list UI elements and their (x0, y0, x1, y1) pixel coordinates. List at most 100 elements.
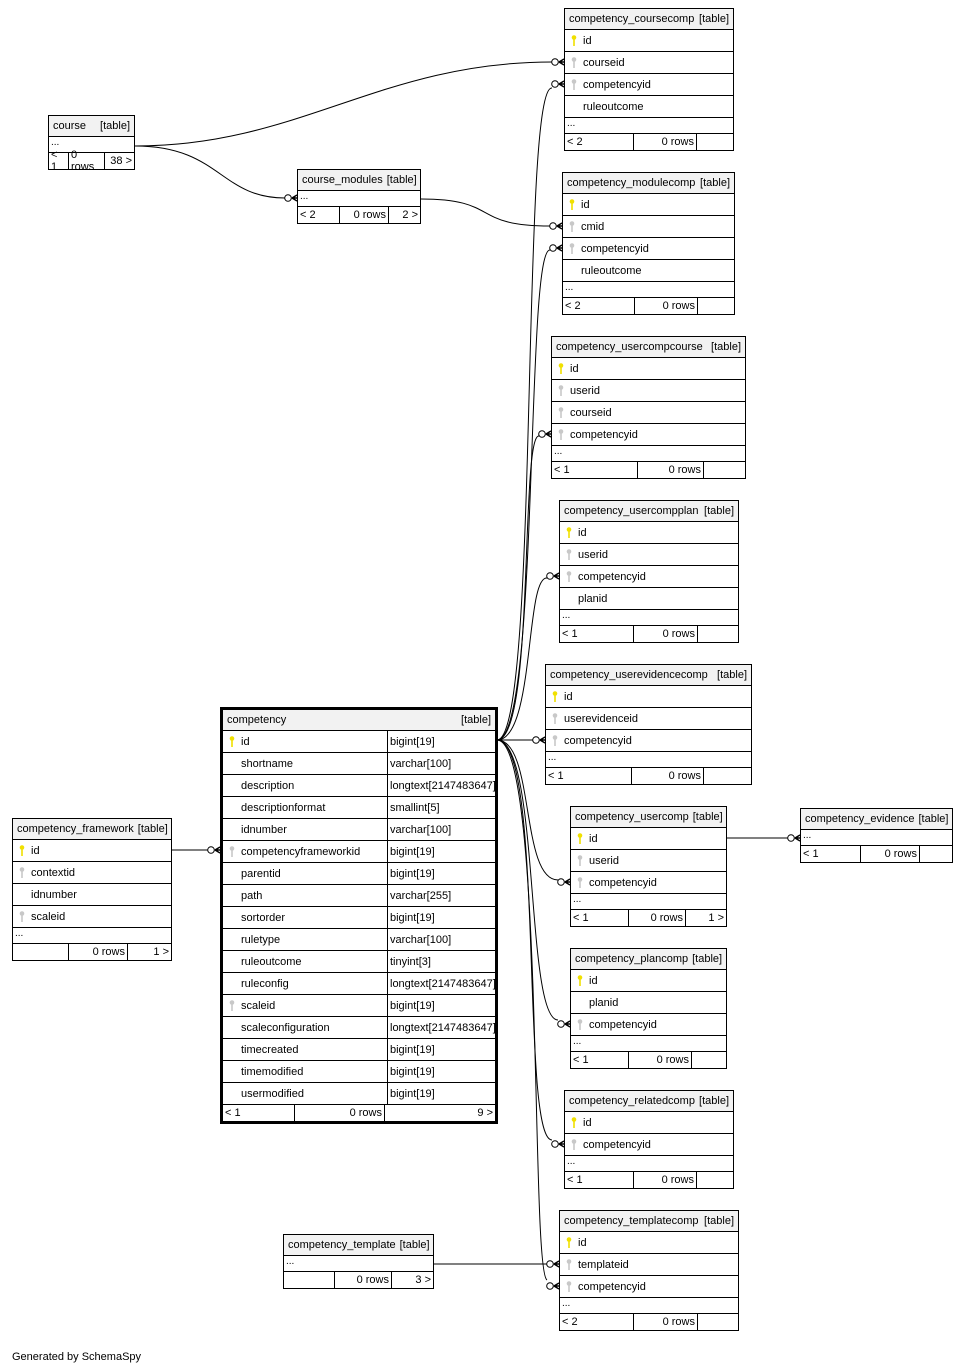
column-row[interactable]: id (552, 358, 745, 380)
table-competency-templatecomp[interactable]: competency_templatecomp [table] id templ… (559, 1210, 739, 1331)
column-row[interactable]: descriptionformat smallint[5] (223, 797, 495, 819)
table-name[interactable]: competency_framework (17, 823, 134, 835)
column-row[interactable]: competencyid (571, 1014, 726, 1036)
column-row[interactable]: idnumber (13, 884, 171, 906)
table-header[interactable]: competency_plancomp [table] (571, 949, 726, 970)
column-row[interactable]: id (563, 194, 734, 216)
column-row[interactable]: timemodified bigint[19] (223, 1061, 495, 1083)
column-row[interactable]: id bigint[19] (223, 731, 495, 753)
column-row[interactable]: id (560, 522, 738, 544)
column-row[interactable]: competencyid (571, 872, 726, 894)
table-name[interactable]: competency_coursecomp (569, 13, 695, 25)
table-name[interactable]: competency_modulecomp (567, 177, 696, 189)
table-name[interactable]: competency (227, 714, 287, 726)
table-name[interactable]: competency_template (288, 1239, 396, 1251)
column-row[interactable]: id (571, 828, 726, 850)
table-name[interactable]: competency_userevidencecomp (550, 669, 708, 681)
column-row[interactable]: planid (560, 588, 738, 610)
table-competency-userevidencecomp[interactable]: competency_userevidencecomp [table] id u… (545, 664, 752, 785)
table-header[interactable]: competency_modulecomp [table] (563, 173, 734, 194)
children-count[interactable] (697, 134, 733, 150)
parents-count[interactable]: < 1 (49, 149, 69, 173)
parents-count[interactable] (13, 944, 69, 960)
table-header[interactable]: competency_template [table] (284, 1235, 433, 1256)
table-header[interactable]: competency_usercompcourse [table] (552, 337, 745, 358)
children-count[interactable] (920, 846, 952, 862)
column-row[interactable]: competencyid (565, 74, 733, 96)
column-row[interactable]: usermodified bigint[19] (223, 1083, 495, 1105)
column-row[interactable]: userid (552, 380, 745, 402)
parents-count[interactable]: < 1 (552, 462, 638, 478)
table-competency-coursecomp[interactable]: competency_coursecomp [table] id coursei… (564, 8, 734, 151)
children-count[interactable]: 3 > (415, 1274, 431, 1286)
table-header[interactable]: competency_coursecomp [table] (565, 9, 733, 30)
parents-count[interactable]: < 1 (546, 768, 632, 784)
column-row[interactable]: scaleid (13, 906, 171, 928)
table-header[interactable]: competency_evidence [table] (801, 809, 952, 830)
column-row[interactable]: planid (571, 992, 726, 1014)
table-competency-usercompplan[interactable]: competency_usercompplan [table] id useri… (559, 500, 739, 643)
parents-count[interactable]: < 1 (801, 846, 861, 862)
column-row[interactable]: description longtext[2147483647] (223, 775, 496, 797)
children-count[interactable] (698, 626, 738, 642)
children-count[interactable] (697, 1172, 733, 1188)
table-name[interactable]: competency_plancomp (575, 953, 689, 965)
table-competency-usercomp[interactable]: competency_usercomp [table] id userid co… (570, 806, 727, 927)
table-name[interactable]: course (53, 120, 87, 132)
column-row[interactable]: id (565, 1112, 733, 1134)
table-competency-relatedcomp[interactable]: competency_relatedcomp [table] id compet… (564, 1090, 734, 1189)
column-row[interactable]: ruleconfig longtext[2147483647] (223, 973, 496, 995)
parents-count[interactable]: < 1 (571, 910, 629, 926)
table-name[interactable]: competency_relatedcomp (569, 1095, 695, 1107)
column-row[interactable]: sortorder bigint[19] (223, 907, 495, 929)
table-header[interactable]: competency_usercompplan [table] (560, 501, 738, 522)
table-header[interactable]: competency [table] (223, 710, 495, 731)
children-count[interactable]: 1 > (708, 912, 724, 924)
table-header[interactable]: competency_userevidencecomp [table] (546, 665, 751, 686)
column-row[interactable]: contextid (13, 862, 171, 884)
column-row[interactable]: timecreated bigint[19] (223, 1039, 495, 1061)
table-name[interactable]: competency_usercomp (575, 811, 689, 823)
table-competency-modulecomp[interactable]: competency_modulecomp [table] id cmid co… (562, 172, 735, 315)
table-competency-plancomp[interactable]: competency_plancomp [table] id planid co… (570, 948, 727, 1069)
column-row[interactable]: shortname varchar[100] (223, 753, 495, 775)
column-row[interactable]: scaleconfiguration longtext[2147483647] (223, 1017, 496, 1039)
column-row[interactable]: id (560, 1232, 738, 1254)
table-competency-framework[interactable]: competency_framework [table] id contexti… (12, 818, 172, 961)
parents-count[interactable]: < 1 (571, 1052, 629, 1068)
children-count[interactable]: 2 > (402, 209, 418, 221)
table-header[interactable]: competency_usercomp [table] (571, 807, 726, 828)
parents-count[interactable]: < 2 (563, 298, 635, 314)
column-row[interactable]: userid (560, 544, 738, 566)
column-row[interactable]: competencyid (546, 730, 751, 752)
column-row[interactable]: competencyid (552, 424, 745, 446)
column-row[interactable]: competencyid (565, 1134, 733, 1156)
parents-count[interactable]: < 1 (565, 1172, 634, 1188)
parents-count[interactable]: < 2 (565, 134, 634, 150)
column-row[interactable]: ruleoutcome tinyint[3] (223, 951, 495, 973)
column-row[interactable]: ruleoutcome (565, 96, 733, 118)
children-count[interactable] (704, 768, 751, 784)
column-row[interactable]: templateid (560, 1254, 738, 1276)
parents-count[interactable]: < 2 (298, 207, 340, 223)
column-row[interactable]: scaleid bigint[19] (223, 995, 495, 1017)
children-count[interactable] (692, 1052, 726, 1068)
table-header[interactable]: course [table] (49, 116, 134, 137)
column-row[interactable]: competencyframeworkid bigint[19] (223, 841, 495, 863)
table-name[interactable]: competency_templatecomp (564, 1215, 699, 1227)
children-count[interactable]: 38 > (110, 155, 132, 167)
table-header[interactable]: course_modules [table] (298, 170, 420, 191)
column-row[interactable]: userid (571, 850, 726, 872)
column-row[interactable]: id (546, 686, 751, 708)
parents-count[interactable]: < 1 (223, 1105, 295, 1121)
column-row[interactable]: id (571, 970, 726, 992)
table-header[interactable]: competency_framework [table] (13, 819, 171, 840)
table-competency[interactable]: competency [table] id bigint[19] shortna… (220, 707, 498, 1124)
table-name[interactable]: competency_evidence (805, 813, 915, 825)
children-count[interactable]: 9 > (477, 1107, 493, 1119)
table-header[interactable]: competency_templatecomp [table] (560, 1211, 738, 1232)
table-course[interactable]: course [table]... < 1 0 rows 38 > (48, 115, 135, 173)
table-competency-template[interactable]: competency_template [table]... 0 rows 3 … (283, 1234, 434, 1289)
table-name[interactable]: course_modules (302, 174, 383, 186)
column-row[interactable]: competencyid (563, 238, 734, 260)
